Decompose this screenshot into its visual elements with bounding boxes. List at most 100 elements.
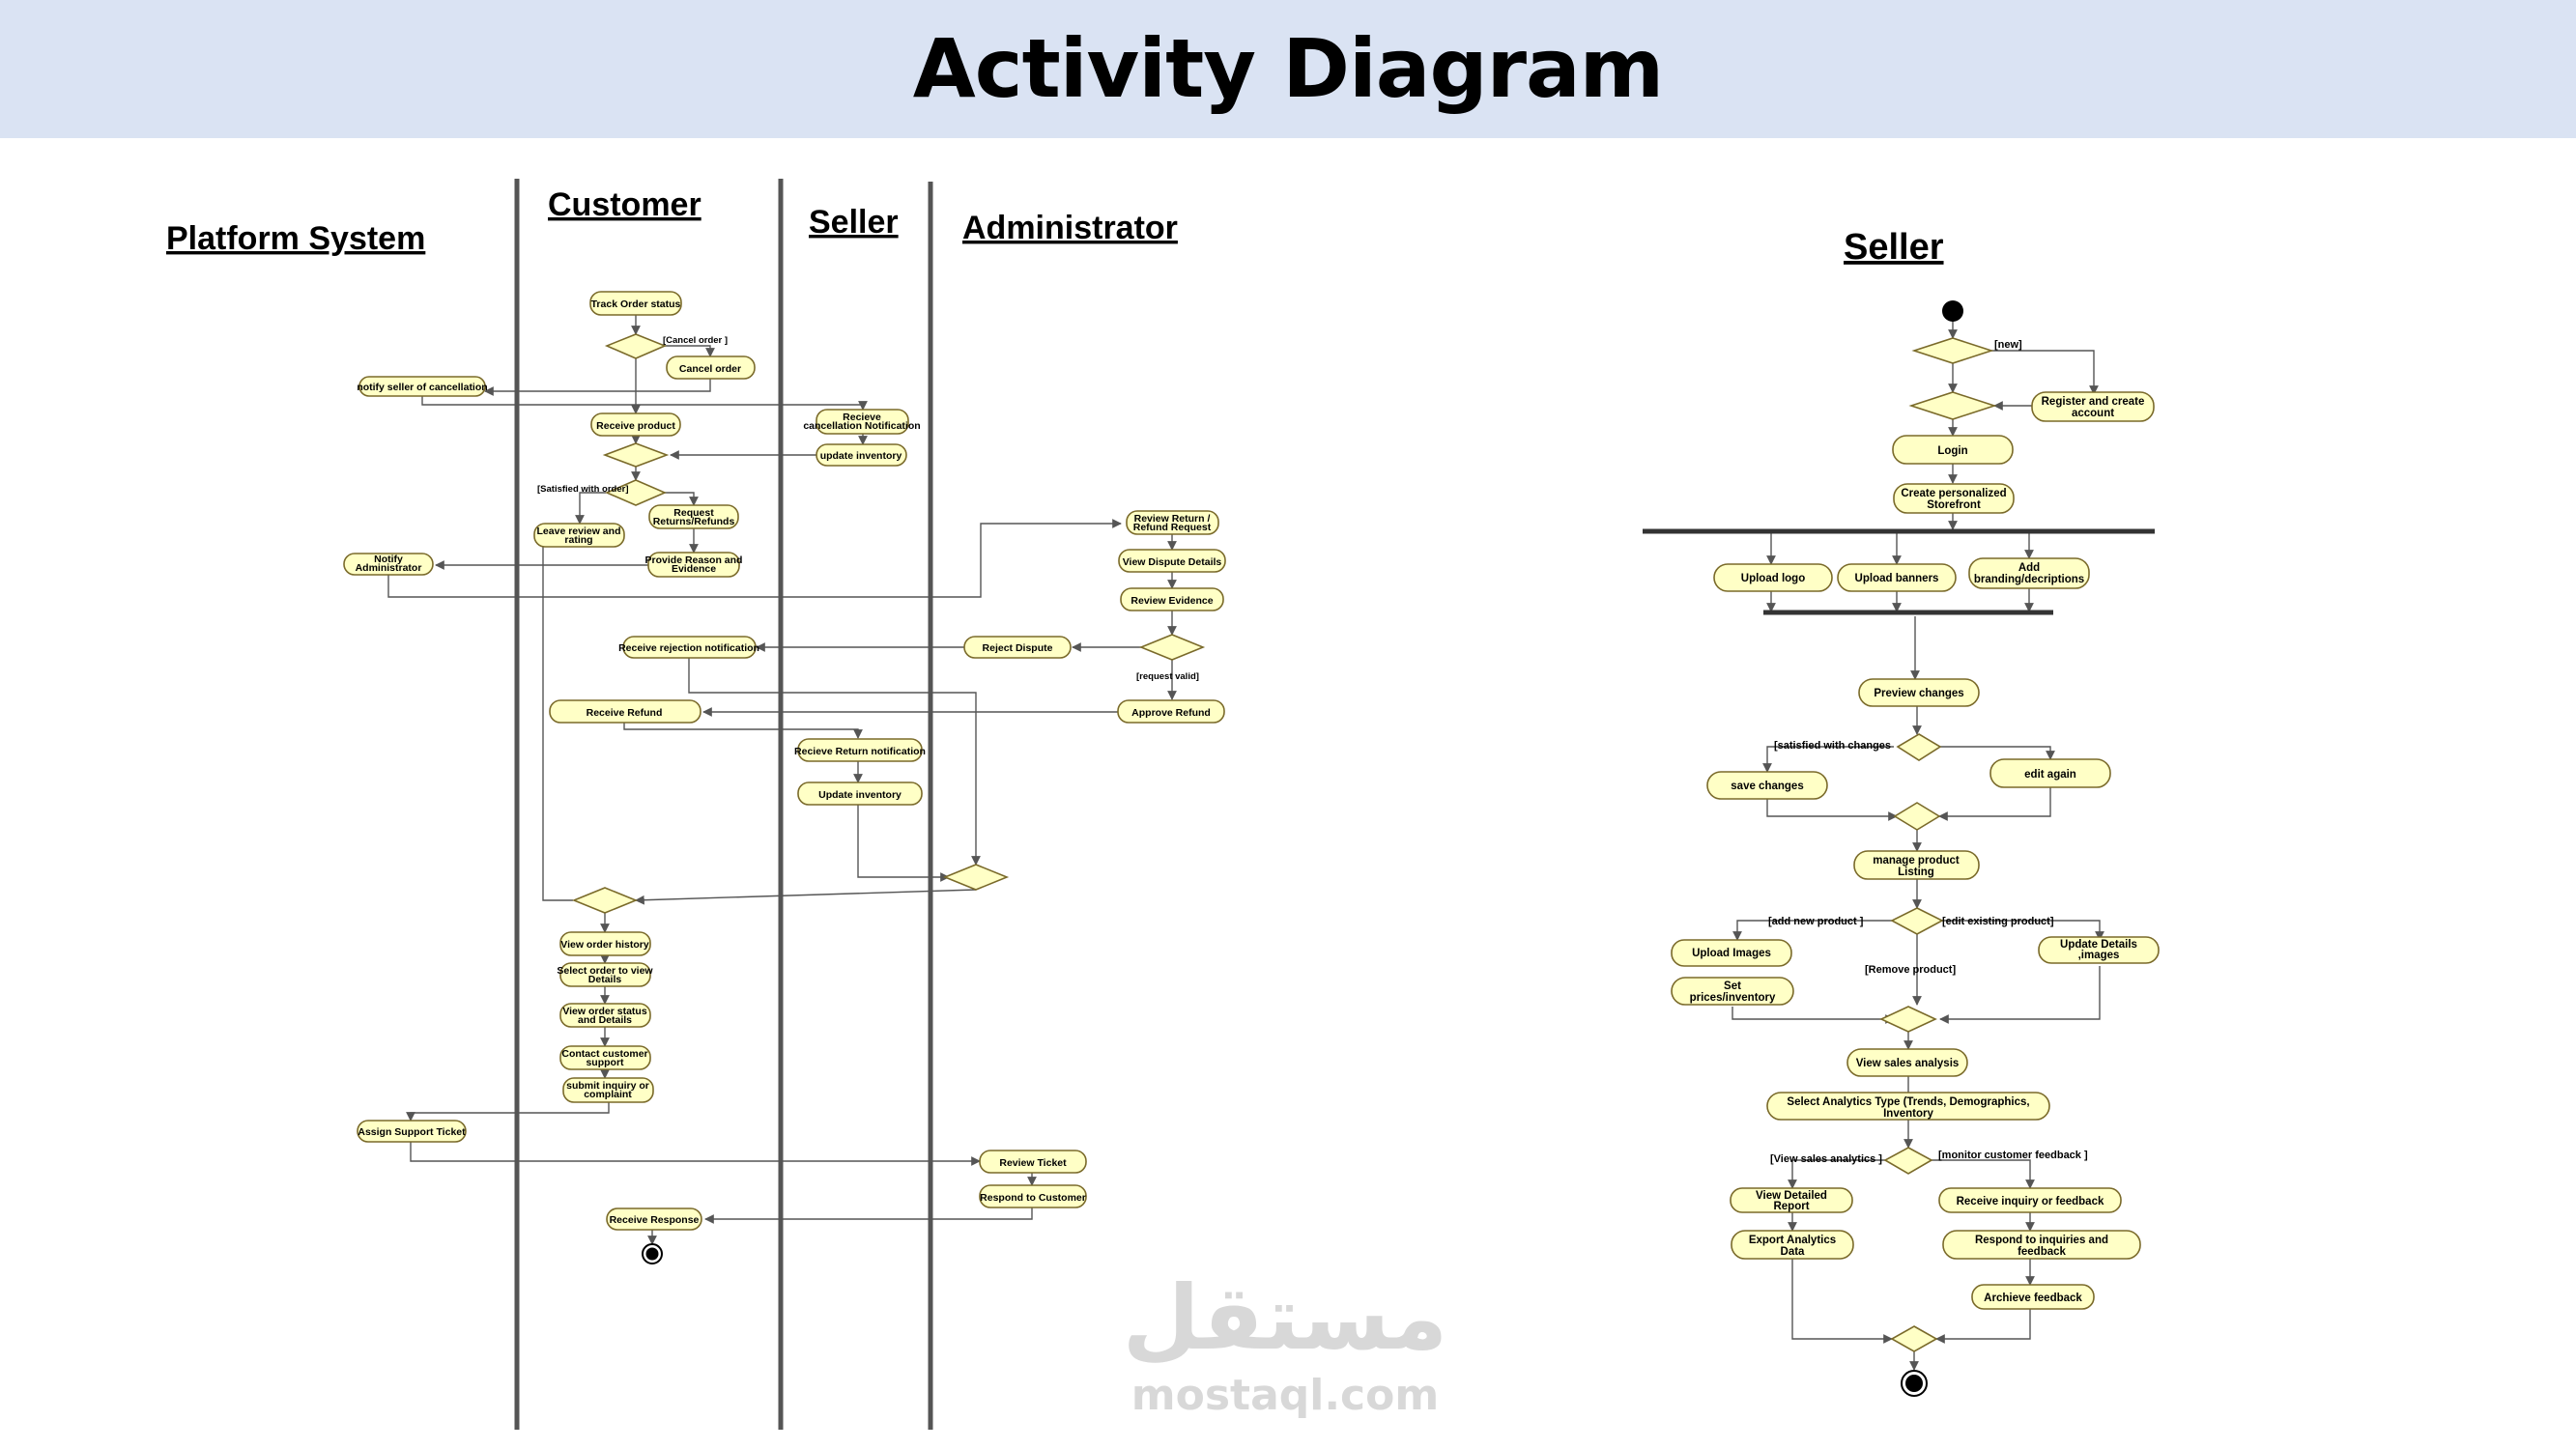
svg-text:Receive Response: Receive Response (610, 1214, 700, 1226)
svg-text:Upload Images: Upload Images (1692, 948, 1771, 959)
svg-text:Update inventory: Update inventory (818, 789, 902, 801)
decision-node (1879, 1006, 1937, 1033)
guard-label: [View sales analytics ] (1770, 1153, 1882, 1165)
title-banner: Activity Diagram (0, 0, 2576, 138)
activity-node: Archieve feedback (1971, 1284, 2095, 1310)
activity-node: Reject Dispute (963, 636, 1072, 659)
svg-text:Receive rejection notification: Receive rejection notification (618, 642, 759, 654)
guard-label: [Satisfied with order] (537, 484, 628, 495)
decision-node (1911, 337, 1994, 364)
svg-text:Administrator: Administrator (356, 562, 422, 574)
final-node (642, 1243, 663, 1264)
svg-text:Add: Add (2018, 562, 2040, 574)
decision-node (571, 887, 639, 914)
decision-node (1908, 391, 1997, 420)
svg-text:Assign Support Ticket: Assign Support Ticket (358, 1126, 466, 1138)
activity-node: Select Analytics Type (Trends, Demograph… (1766, 1092, 2050, 1121)
svg-text:Report: Report (1773, 1201, 1809, 1212)
svg-text:rating: rating (564, 534, 592, 546)
svg-text:Contact customer: Contact customer (561, 1048, 647, 1060)
svg-text:View order history: View order history (560, 939, 649, 951)
activity-node: Recieve Return notification (794, 738, 926, 762)
svg-text:support: support (586, 1057, 624, 1068)
watermark-arabic: مستقل (1122, 1266, 1448, 1370)
svg-text:Receive Refund: Receive Refund (587, 707, 663, 719)
svg-text:Request: Request (673, 507, 714, 519)
svg-text:Reject Dispute: Reject Dispute (983, 642, 1053, 654)
activity-node: Preview changes (1858, 678, 1980, 707)
svg-text:Preview changes: Preview changes (1874, 688, 1963, 699)
svg-text:Recieve: Recieve (843, 412, 881, 423)
svg-text:Respond to Customer: Respond to Customer (980, 1192, 1086, 1204)
lane-seller-right: Seller (1844, 227, 1944, 268)
decision-node (1883, 1147, 1933, 1175)
svg-text:feedback: feedback (2018, 1246, 2066, 1258)
svg-text:Receive inquiry or feedback: Receive inquiry or feedback (1957, 1196, 2104, 1208)
svg-text:Select Analytics Type (Trends,: Select Analytics Type (Trends, Demograph… (1787, 1096, 2029, 1108)
svg-text:Track Order status: Track Order status (591, 298, 681, 310)
flow-lines (1728, 321, 2104, 1371)
guard-label: [Cancel order ] (663, 335, 728, 346)
lane-customer: Customer (548, 186, 701, 223)
decision-node (942, 864, 1010, 891)
activity-node: Receive Response (606, 1208, 702, 1231)
activity-node: Upload logo (1713, 563, 1833, 592)
lane-administrator: Administrator (962, 210, 1178, 246)
lane-seller: Seller (809, 204, 899, 241)
activity-node: Upload banners (1837, 563, 1957, 592)
svg-text:Listing: Listing (1898, 867, 1934, 878)
svg-text:notify seller of cancellation: notify seller of cancellation (357, 382, 487, 393)
svg-text:Review Return /: Review Return / (1134, 513, 1211, 525)
activity-node: Receive Refund (549, 699, 701, 724)
decision-node (604, 479, 668, 506)
left-activity-diagram: Platform System Customer Seller Administ… (166, 179, 1226, 1430)
svg-text:Upload logo: Upload logo (1741, 573, 1805, 584)
decision-node (602, 442, 670, 468)
guard-label: [monitor customer feedback ] (1938, 1150, 2088, 1161)
activity-node: Respond to Customer (979, 1184, 1087, 1208)
activity-node: Review Evidence (1120, 587, 1224, 611)
decision-node (1890, 907, 1944, 935)
flow-lines (387, 315, 1177, 1245)
activity-node: notify seller of cancellation (357, 376, 488, 397)
guard-label: [add new product ] (1768, 916, 1864, 927)
svg-text:Provide Reason and: Provide Reason and (645, 554, 743, 566)
svg-text:View Dispute Details: View Dispute Details (1123, 556, 1222, 568)
right-activity-diagram: Seller (1643, 227, 2160, 1397)
activity-node: Receive inquiry or feedback (1938, 1187, 2122, 1213)
svg-text:Update Details: Update Details (2060, 939, 2137, 951)
svg-text:View sales analysis: View sales analysis (1856, 1058, 1960, 1069)
guard-label: [edit existing product] (1942, 916, 2054, 927)
svg-text:Refund Request: Refund Request (1133, 522, 1212, 533)
activity-node: Approve Refund (1117, 699, 1225, 724)
svg-text:Returns/Refunds: Returns/Refunds (653, 516, 735, 527)
guard-label: [satisfied with changes (1774, 740, 1891, 752)
activity-node: Update Details,images (2038, 936, 2160, 964)
decision-node (1893, 802, 1941, 831)
svg-text:Data: Data (1781, 1246, 1806, 1258)
activity-node: Cancel order (666, 355, 756, 380)
svg-text:,images: ,images (2078, 950, 2120, 961)
svg-text:Export Analytics: Export Analytics (1749, 1235, 1836, 1246)
activity-node: View Dispute Details (1118, 549, 1226, 573)
svg-text:save changes: save changes (1731, 781, 1803, 792)
svg-text:Select order to view: Select order to view (557, 965, 653, 977)
svg-text:Upload banners: Upload banners (1855, 573, 1939, 584)
svg-text:Details: Details (588, 974, 622, 985)
guard-label: [Remove product] (1865, 964, 1956, 976)
initial-node (1942, 300, 1963, 322)
svg-text:Leave review and: Leave review and (537, 526, 621, 537)
